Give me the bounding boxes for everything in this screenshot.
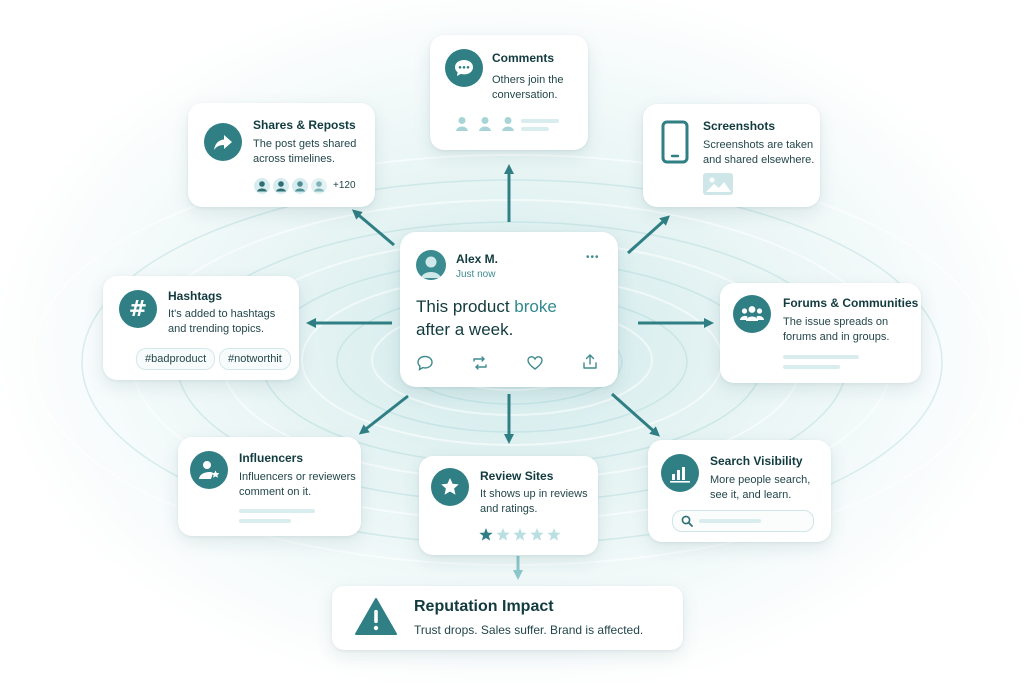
search-bar[interactable]	[672, 510, 814, 532]
shares-title: Shares & Reposts	[253, 118, 356, 132]
forums-desc-line2: forums and in groups.	[783, 331, 890, 343]
search-desc-line2: see it, and learn.	[710, 489, 792, 501]
hashtag-icon: #	[119, 290, 157, 328]
star-icon	[431, 468, 469, 506]
post-text-start: This product	[416, 297, 515, 316]
influencers-desc-line1: Influencers or reviewers	[239, 471, 356, 483]
comment-action-icon[interactable]	[416, 354, 434, 377]
rating-star	[547, 528, 561, 541]
hashtags-desc-line1: It's added to hashtags	[168, 308, 276, 320]
outcome-card[interactable]: Reputation Impact Trust drops. Sales suf…	[332, 586, 683, 650]
forum-placeholder-line	[783, 355, 859, 359]
image-thumbnail-icon	[703, 173, 733, 200]
hashtags-node[interactable]: # Hashtags It's added to hashtags and tr…	[103, 276, 299, 380]
reviews-desc-line2: and ratings.	[480, 503, 538, 515]
rating-star	[496, 528, 510, 541]
search-node[interactable]: Search Visibility More people search, se…	[648, 440, 831, 542]
post-text-end: after a week.	[416, 320, 514, 339]
phone-icon	[661, 120, 689, 169]
group-icon	[733, 295, 771, 333]
forums-node[interactable]: Forums & Communities The issue spreads o…	[720, 283, 921, 383]
outcome-title: Reputation Impact	[414, 598, 554, 615]
sharer-avatars	[254, 178, 327, 194]
forums-title: Forums & Communities	[783, 296, 919, 310]
comments-title: Comments	[492, 51, 555, 65]
influencers-node[interactable]: Influencers Influencers or reviewers com…	[178, 437, 361, 536]
rating-star	[479, 528, 493, 541]
author-avatar	[416, 250, 446, 280]
comment-placeholder-line	[521, 119, 559, 123]
influencer-placeholder-line	[239, 509, 315, 513]
repost-action-icon[interactable]	[470, 354, 490, 377]
search-desc-line1: More people search,	[710, 474, 811, 486]
reviews-title: Review Sites	[480, 469, 554, 483]
hashtag-tag[interactable]: #badproduct	[136, 348, 216, 370]
post-time: Just now	[456, 269, 496, 280]
comments-node[interactable]: Comments Others join the conversation.	[430, 35, 588, 150]
comment-placeholder-line	[521, 127, 549, 131]
share-action-icon[interactable]	[581, 353, 599, 376]
warning-icon	[354, 597, 398, 642]
screenshots-node[interactable]: Screenshots Screenshots are taken and sh…	[643, 104, 820, 207]
like-action-icon[interactable]	[526, 354, 544, 377]
search-placeholder-line	[699, 519, 761, 523]
share-count: +120	[333, 180, 356, 191]
hashtag-tag[interactable]: #notworthit	[219, 348, 291, 370]
search-title: Search Visibility	[710, 454, 803, 468]
influencers-title: Influencers	[239, 451, 304, 465]
screenshots-title: Screenshots	[703, 119, 776, 133]
rating-stars	[479, 528, 561, 541]
comments-desc-line1: Others join the	[492, 74, 564, 86]
comment-bubble-icon	[445, 49, 483, 87]
rating-star	[513, 528, 527, 541]
comments-desc-line2: conversation.	[492, 89, 558, 101]
share-arrow-icon	[204, 123, 242, 161]
screenshots-desc-line2: and shared elsewhere.	[703, 154, 815, 166]
shares-desc-line1: The post gets shared	[253, 138, 357, 150]
hashtags-desc-line2: and trending topics.	[168, 323, 265, 335]
post-card[interactable]: Alex M. Just now ••• This product broke …	[400, 232, 618, 387]
outcome-desc: Trust drops. Sales suffer. Brand is affe…	[414, 623, 644, 637]
bar-chart-icon	[661, 454, 699, 492]
influencer-star-icon	[190, 451, 228, 489]
post-text: This product broke after a week.	[416, 295, 606, 341]
post-text-highlight: broke	[514, 297, 557, 316]
shares-desc-line2: across timelines.	[253, 153, 335, 165]
hashtags-title: Hashtags	[168, 289, 223, 303]
influencers-desc-line2: comment on it.	[239, 486, 312, 498]
reviews-desc-line1: It shows up in reviews	[480, 488, 588, 500]
rating-star	[530, 528, 544, 541]
influencer-placeholder-line	[239, 519, 291, 523]
post-menu-button[interactable]: •••	[586, 252, 600, 263]
author-name: Alex M.	[456, 252, 499, 266]
reviews-node[interactable]: Review Sites It shows up in reviews and …	[419, 456, 598, 555]
magnifier-icon	[681, 515, 693, 527]
forums-desc-line1: The issue spreads on	[783, 316, 889, 328]
shares-node[interactable]: Shares & Reposts The post gets shared ac…	[188, 103, 375, 207]
screenshots-desc-line1: Screenshots are taken	[703, 139, 814, 151]
forum-placeholder-line	[783, 365, 840, 369]
commenter-avatars	[456, 117, 514, 131]
